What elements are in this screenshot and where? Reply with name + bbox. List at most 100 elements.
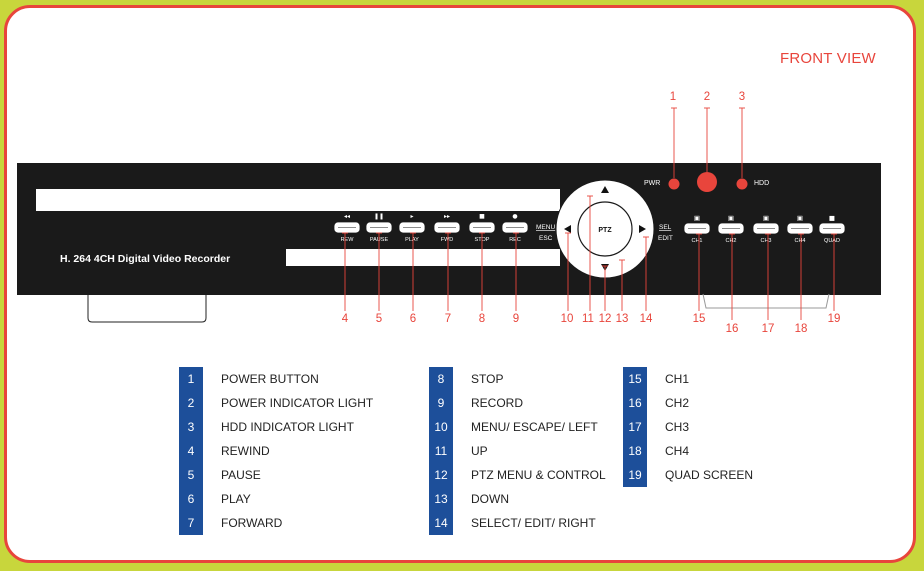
rew-button[interactable]: ◂◂ REW bbox=[333, 213, 361, 243]
legend-number: 12 bbox=[434, 468, 448, 482]
channel-4-icon: ▣ bbox=[797, 214, 803, 222]
legend-number: 10 bbox=[434, 420, 448, 434]
legend-label: UP bbox=[471, 444, 488, 458]
button-label: PLAY bbox=[405, 237, 419, 243]
callout-6: 6 bbox=[410, 232, 416, 325]
hdd-label: HDD bbox=[754, 180, 769, 187]
button-label: FWD bbox=[441, 237, 454, 243]
legend-label: QUAD SCREEN bbox=[665, 468, 754, 482]
callout-number: 1 bbox=[670, 91, 676, 103]
callout-14: 14 bbox=[640, 236, 653, 325]
quad-button[interactable]: ■ QUAD bbox=[818, 214, 846, 244]
legend-label: SELECT/ EDIT/ RIGHT bbox=[471, 516, 596, 530]
button-label: CH3 bbox=[760, 238, 771, 244]
play-icon: ▸ bbox=[410, 213, 413, 220]
callout-8: 8 bbox=[479, 232, 485, 325]
page-title: FRONT VIEW bbox=[780, 50, 876, 67]
record-icon: ● bbox=[512, 213, 517, 220]
callout-number: 12 bbox=[599, 313, 612, 325]
channel-buttons: ▣CH1▣CH2▣CH3▣CH4■QUAD bbox=[683, 214, 846, 244]
forward-icon: ▸▸ bbox=[444, 213, 450, 220]
pause-icon: ❚❚ bbox=[374, 213, 384, 220]
legend-number: 5 bbox=[187, 468, 195, 482]
callout-number: 17 bbox=[762, 323, 775, 335]
callout-9: 9 bbox=[513, 232, 519, 325]
callout-number: 2 bbox=[704, 91, 710, 103]
legend-number: 13 bbox=[434, 492, 448, 506]
rewind-icon: ◂◂ bbox=[344, 213, 350, 220]
legend-label: PAUSE bbox=[221, 468, 261, 482]
stop-icon: ■ bbox=[479, 213, 485, 220]
pwr-label: PWR bbox=[644, 180, 660, 187]
callout-15: 15 bbox=[693, 233, 706, 325]
ptz-center-button[interactable] bbox=[577, 201, 633, 257]
legend-number: 3 bbox=[187, 420, 195, 434]
channel-bracket bbox=[702, 293, 830, 309]
menu-label: MENU bbox=[536, 224, 555, 231]
edit-label: EDIT bbox=[658, 235, 673, 242]
callout-number: 10 bbox=[561, 313, 574, 325]
callout-number: 16 bbox=[726, 323, 739, 335]
legend-number: 2 bbox=[187, 396, 195, 410]
legend-number: 14 bbox=[434, 516, 448, 530]
button-label: CH1 bbox=[691, 238, 702, 244]
legend-label: DOWN bbox=[471, 492, 509, 506]
legend-label: PLAY bbox=[221, 492, 251, 506]
hdd-indicator-light bbox=[736, 178, 748, 190]
callout-18: 18 bbox=[795, 233, 807, 335]
right-arrow-icon[interactable] bbox=[639, 225, 646, 233]
legend-label: FORWARD bbox=[221, 516, 283, 530]
legend-number: 8 bbox=[437, 372, 445, 386]
callout-number: 9 bbox=[513, 313, 519, 325]
callout-number: 15 bbox=[693, 313, 706, 325]
legend-number-bar bbox=[623, 367, 647, 487]
callout-2: 2 bbox=[704, 91, 710, 172]
callout-1: 1 bbox=[670, 91, 677, 178]
legend-number: 4 bbox=[187, 444, 195, 458]
legend-number: 6 bbox=[187, 492, 195, 506]
callout-number: 13 bbox=[616, 313, 629, 325]
legend-label: MENU/ ESCAPE/ LEFT bbox=[471, 420, 598, 434]
callout-19: 19 bbox=[828, 233, 840, 325]
legend-number: 17 bbox=[628, 420, 642, 434]
button-label: REW bbox=[341, 237, 355, 243]
ch3-button[interactable]: ▣ CH3 bbox=[752, 214, 780, 244]
fwd-button[interactable]: ▸▸ FWD bbox=[433, 213, 461, 243]
callout-12: 12 bbox=[599, 265, 612, 325]
channel-2-icon: ▣ bbox=[728, 214, 734, 222]
legend-number-bar bbox=[429, 367, 453, 535]
button-label: CH4 bbox=[794, 238, 805, 244]
callout-number: 11 bbox=[582, 313, 594, 325]
ch1-button[interactable]: ▣ CH1 bbox=[683, 214, 711, 244]
legend-label: CH2 bbox=[665, 396, 690, 410]
legend-label: POWER BUTTON bbox=[221, 372, 319, 386]
ch2-button[interactable]: ▣CH2 bbox=[717, 214, 745, 244]
callout-16: 16 bbox=[726, 233, 739, 335]
callout-number: 6 bbox=[410, 313, 416, 325]
channel-1-icon: ▣ bbox=[694, 214, 700, 222]
callout-number: 4 bbox=[342, 313, 349, 325]
channel-3-icon: ▣ bbox=[763, 214, 769, 222]
button-label: REC bbox=[509, 237, 521, 243]
callout-11: 11 bbox=[582, 195, 594, 325]
power-button[interactable] bbox=[697, 172, 717, 192]
callout-4: 4 bbox=[342, 232, 349, 325]
callout-17: 17 bbox=[762, 233, 775, 335]
legend-label: REWIND bbox=[221, 444, 270, 458]
callout-7: 7 bbox=[445, 232, 451, 325]
esc-label: ESC bbox=[539, 235, 553, 242]
up-arrow-icon[interactable] bbox=[601, 186, 609, 193]
legend-number: 18 bbox=[628, 444, 642, 458]
legend-label: STOP bbox=[471, 372, 504, 386]
quad-icon: ■ bbox=[829, 214, 835, 222]
display-window bbox=[36, 189, 560, 211]
ptz-label: PTZ bbox=[598, 227, 612, 234]
legend-label: CH4 bbox=[665, 444, 690, 458]
button-label: QUAD bbox=[824, 238, 840, 244]
callout-number: 3 bbox=[739, 91, 745, 103]
callout-13: 13 bbox=[616, 259, 629, 325]
legend-number-bar bbox=[179, 367, 203, 535]
left-arrow-icon[interactable] bbox=[564, 225, 571, 233]
